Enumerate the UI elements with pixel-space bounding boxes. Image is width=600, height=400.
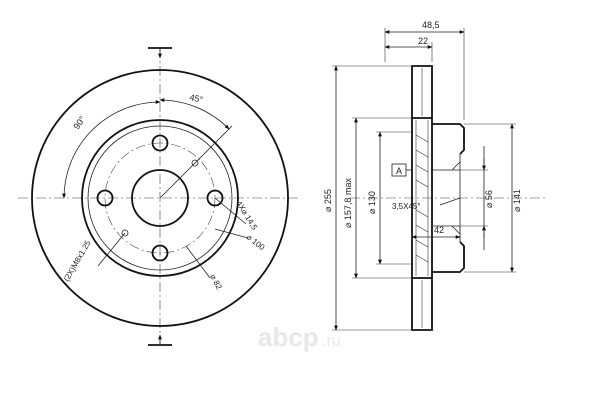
angle-90-arc <box>62 100 161 199</box>
threaded-hole-lower-left <box>121 229 129 237</box>
threaded-hole-upper-right <box>191 159 199 167</box>
dim-130-label: ⌀ 130 <box>367 191 377 214</box>
angle-90-label: 90° <box>71 114 87 131</box>
friction-ring-bottom <box>411 277 433 331</box>
watermark: abcp .ru <box>258 322 341 352</box>
dim-157-8-label: ⌀ 157,8 max <box>343 178 353 228</box>
watermark-brand: abcp <box>258 322 319 352</box>
hole-count-label: 4X⌀ 14,5 <box>234 199 259 232</box>
dim-22-label: 22 <box>418 36 428 46</box>
side-view: 48,5 22 ⌀ 255 ⌀ 157,8 max ⌀ 130 A 3,5X45… <box>323 20 545 331</box>
front-view: 90° 45° (2X)M8x1.25 4X⌀ 14,5 ⌀ 100 ⌀ 82 <box>18 47 300 346</box>
stud-hole-bottom <box>151 244 169 262</box>
dim-42-label: 42 <box>434 225 444 235</box>
chamfer-label: 3,5X45° <box>392 202 421 211</box>
dim-48-5-label: 48,5 <box>422 20 440 30</box>
dia-100-label: ⌀ 100 <box>245 232 267 252</box>
hat-bottom <box>432 241 465 273</box>
bolt-leader <box>97 232 126 267</box>
watermark-domain: .ru <box>322 333 341 350</box>
dim-141-label: ⌀ 141 <box>512 189 522 212</box>
disc-outer-edge <box>31 69 289 327</box>
bolt-spec-label: (2X)M8x1.25 <box>62 238 93 283</box>
dim-56-label: ⌀ 56 <box>484 190 494 208</box>
dia-100-leader <box>214 228 249 239</box>
chamfer-leader <box>439 197 461 206</box>
angle-45-radial <box>159 125 233 199</box>
hat-top <box>432 123 465 155</box>
bore-chamfers <box>451 161 461 235</box>
dia-82-leader <box>185 245 211 279</box>
vane-pattern <box>415 134 429 263</box>
datum-a-label: A <box>396 166 402 176</box>
angle-45-label: 45° <box>189 92 205 105</box>
disc-body <box>411 118 433 278</box>
dim-255-label: ⌀ 255 <box>323 189 333 212</box>
hole-count-leader <box>214 197 247 225</box>
stud-hole-right <box>206 189 224 207</box>
dia-82-label: ⌀ 82 <box>208 273 224 292</box>
angle-45-arc <box>159 98 230 130</box>
